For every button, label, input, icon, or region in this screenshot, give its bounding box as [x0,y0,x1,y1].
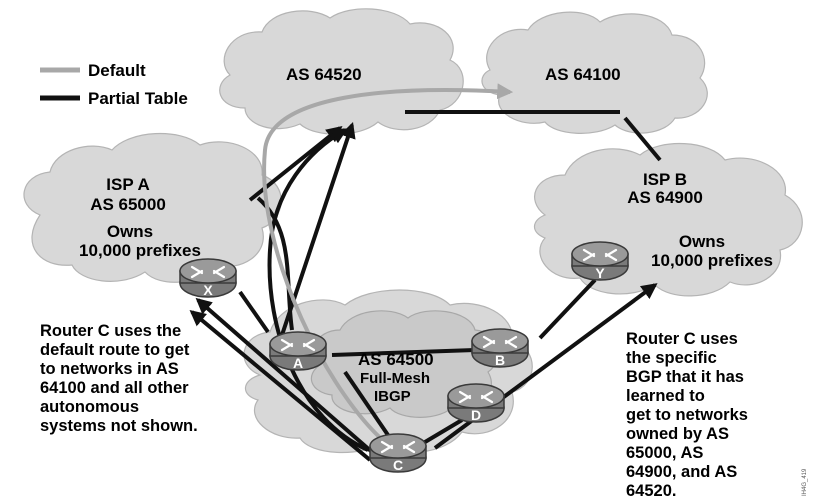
ibgp-label: IBGP [374,388,411,405]
link-c-a [343,370,392,440]
note-right-line: learned to [626,387,705,405]
note-right-line: BGP that it has [626,368,744,386]
legend-default-label: Default [88,61,146,80]
fullmesh-label: Full-Mesh [360,370,430,387]
ispb-as: AS 64900 [627,188,703,207]
router-b-icon [482,335,518,349]
router-c-label: C [393,457,403,473]
ispa-title: ISP A [106,175,149,194]
ispa-owns: Owns [107,222,153,241]
note-right-line: 64520. [626,482,676,500]
ispa-prefixes: 10,000 prefixes [79,241,201,260]
note-left-line: default route to get [40,341,190,359]
link-as64100-ispb [623,116,662,162]
router-d-icon [458,390,494,404]
router-y[interactable]: Y [571,241,629,281]
note-left-line: autonomous [40,398,139,416]
router-c[interactable]: C [369,433,427,473]
cloud-as64520 [219,8,464,135]
arrow-c-x [195,297,374,454]
ispb-owns: Owns [679,232,725,251]
link-b-y [538,278,597,340]
ispa-as: AS 65000 [90,195,166,214]
figure-id: IH4G_419 [802,468,808,496]
arrow-default-c-as64100 [262,83,514,450]
router-d-label: D [471,407,481,423]
link-c-d [418,418,464,447]
note-right-line: Router C uses [626,330,738,348]
note-right-line: owned by AS [626,425,729,443]
router-y-icon [582,248,618,262]
note-left-line: Router C uses the [40,322,181,340]
as64100-label: AS 64100 [545,65,621,84]
router-b-label: B [495,352,505,368]
ispb-title: ISP B [643,170,687,189]
note-right: Router C uses the specific BGP that it h… [626,330,748,500]
router-x-icon [190,265,226,279]
router-y-label: Y [595,265,605,281]
note-left-line: 64100 and all other [40,379,189,397]
note-right-line: 64900, and AS [626,463,737,481]
note-right-line: 65000, AS [626,444,703,462]
note-left: Router C uses the default route to get t… [40,322,198,435]
router-a[interactable]: A [269,331,327,371]
arrow-c-as64520 [267,128,369,452]
note-right-line: the specific [626,349,717,367]
note-left-line: to networks in AS [40,360,179,378]
router-b[interactable]: B [471,328,529,368]
router-c-icon [380,440,416,454]
router-d[interactable]: D [447,383,505,423]
note-left-line: systems not shown. [40,417,198,435]
router-x[interactable]: X [179,258,237,298]
legend: Default Partial Table [40,61,188,108]
ispb-prefixes: 10,000 prefixes [651,251,773,270]
link-x-a [238,290,270,334]
arrow-c-x-2 [189,309,372,462]
router-x-label: X [203,282,213,298]
as64500-label: AS 64500 [358,350,434,369]
as64520-label: AS 64520 [286,65,362,84]
note-right-line: get to networks [626,406,748,424]
router-a-icon [280,338,316,352]
legend-partial-label: Partial Table [88,89,188,108]
cloud-as64100 [481,11,708,134]
router-a-label: A [293,355,303,371]
link-a-b [331,348,476,357]
